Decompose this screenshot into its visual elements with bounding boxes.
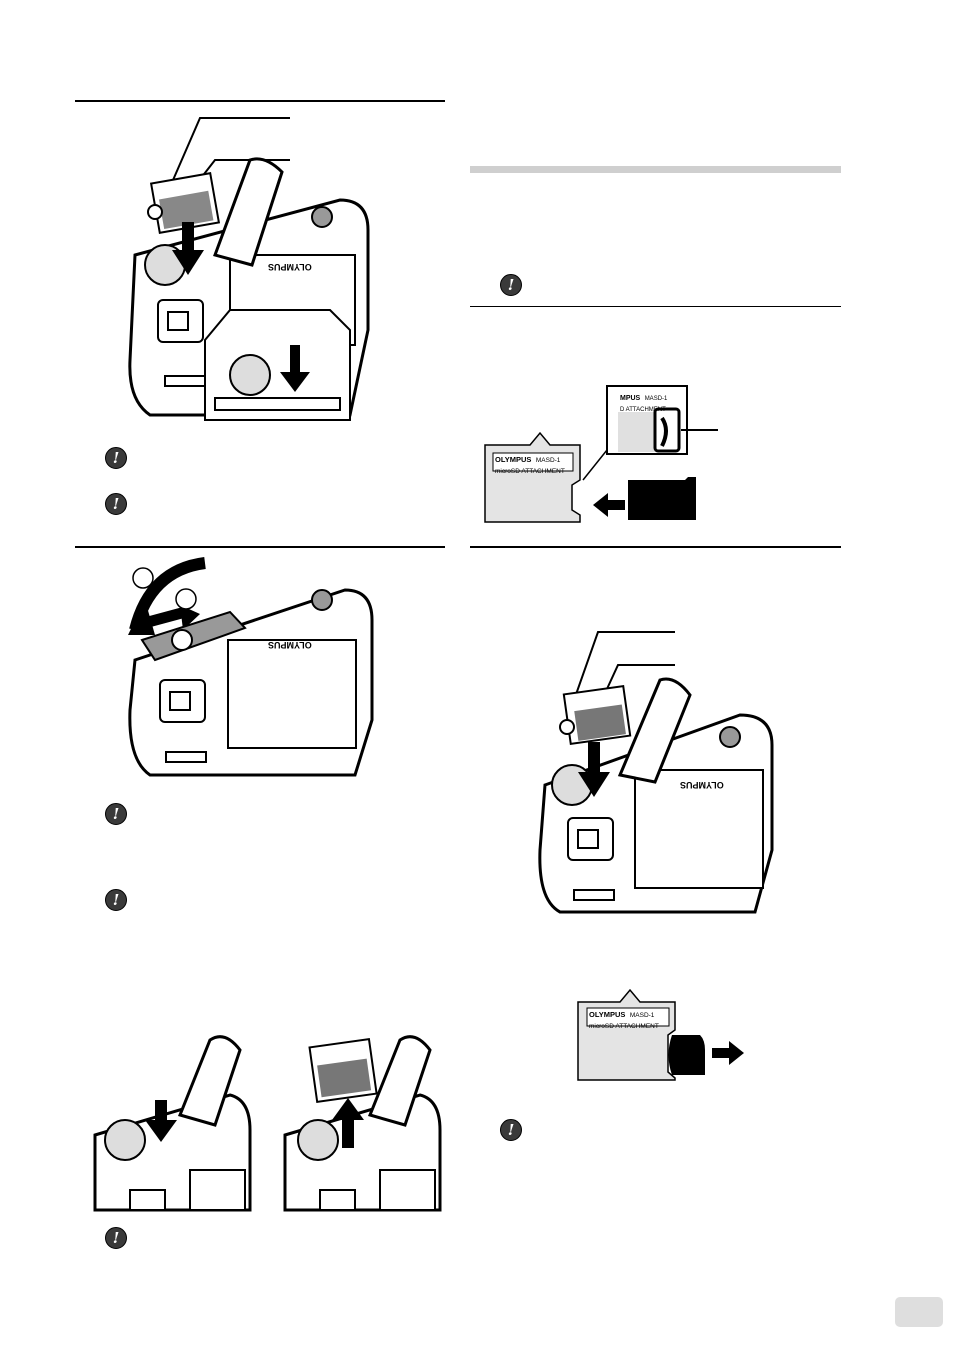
warning-icon-1: ! (105, 447, 127, 469)
warning-icon-6: ! (500, 1119, 522, 1141)
adapter-zoom-text: D ATTACHMENT (620, 407, 666, 413)
warning-icon-5: ! (105, 889, 127, 911)
warning-icon-3: ! (500, 274, 522, 296)
page-tab (895, 1297, 943, 1327)
rule-right-2 (470, 546, 841, 548)
rule-left-mid (75, 546, 445, 548)
adapter-zoom-label: MPUS MASD-1 D ATTACHMENT (620, 392, 680, 414)
adapter-brand-2: OLYMPUS (589, 1010, 626, 1019)
adapter-label-box: OLYMPUS MASD-1 microSD ATTACHMENT (495, 454, 573, 476)
arrow-right-icon (712, 1041, 744, 1065)
warning-icon-2: ! (105, 493, 127, 515)
warning-icon-4: ! (105, 803, 127, 825)
arrow-down-icon (172, 222, 204, 275)
arrow-left-icon (593, 493, 625, 517)
adapter-model-2: MASD-1 (629, 1012, 655, 1019)
warning-icon-7: ! (105, 1227, 127, 1249)
adapter-brand: OLYMPUS (495, 455, 532, 464)
adapter-model: MASD-1 (535, 457, 561, 464)
adapter-label-2: microSD ATTACHMENT (589, 1023, 659, 1030)
rule-left-top (75, 100, 445, 102)
adapter-zoom-model: MASD-1 (644, 396, 668, 402)
adapter-label-box-2: OLYMPUS MASD-1 microSD ATTACHMENT (589, 1009, 669, 1031)
rule-right-1 (470, 306, 841, 307)
adapter-zoom-brand: MPUS (620, 395, 641, 402)
adapter-label: microSD ATTACHMENT (495, 468, 565, 475)
header-bar-right (470, 166, 841, 173)
